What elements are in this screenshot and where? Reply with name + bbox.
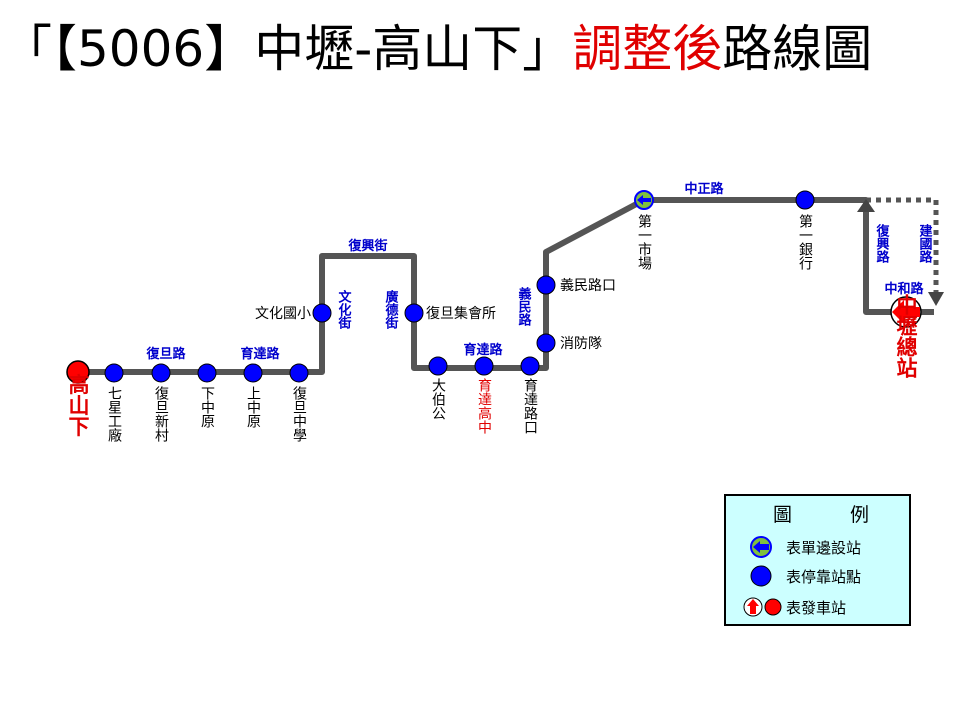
stop-label: 育達路口	[522, 378, 538, 434]
terminal-arrow-left	[892, 300, 920, 324]
stop-label-highlight: 育達高中	[476, 378, 492, 434]
stop-label: 上中原	[245, 386, 261, 428]
road-label: 中正路	[684, 181, 724, 197]
stop-marker	[404, 303, 424, 323]
stop-label: 第一銀行	[797, 213, 813, 271]
route-line	[78, 197, 934, 375]
stop-label: 文化國小	[255, 306, 311, 322]
stop-label: 下中原	[199, 386, 215, 428]
legend-title: 例	[850, 504, 869, 526]
terminal-marker-left	[66, 360, 90, 384]
road-label: 中和路	[884, 281, 924, 297]
stop-marker	[520, 356, 540, 376]
road-label: 復興路	[874, 223, 891, 263]
arrow-left-icon	[637, 195, 651, 205]
road-label: 廣德街	[383, 289, 400, 330]
stop-label: 消防隊	[560, 336, 602, 352]
stop-marker	[289, 363, 309, 383]
road-label: 文化街	[336, 289, 353, 330]
road-label: 義民路	[516, 286, 532, 326]
stop-marker	[243, 363, 263, 383]
stop-marker	[312, 303, 332, 323]
legend-label: 表發車站	[786, 599, 846, 617]
legend: 圖 例 表單邊設站 表停靠站點 表發車站	[724, 494, 911, 626]
stop-icon	[750, 565, 772, 587]
legend-title: 圖	[773, 504, 792, 526]
fuxing-arrow-up	[857, 199, 875, 212]
stop-marker	[428, 356, 448, 376]
stop-marker	[104, 363, 124, 383]
stop-marker	[536, 275, 556, 295]
stop-marker	[536, 333, 556, 353]
stop-label: 大伯公	[430, 378, 446, 420]
road-label: 育達路	[463, 342, 503, 358]
stop-label: 第一市場	[636, 213, 652, 270]
arrow-up-icon	[747, 599, 759, 614]
road-label: 育達路	[240, 346, 280, 362]
stop-label: 復旦新村	[153, 385, 169, 442]
terminal-name-right: 中壢總站	[894, 294, 918, 378]
road-label: 建國路	[917, 223, 933, 263]
legend-label: 表停靠站點	[786, 568, 861, 586]
stop-marker	[474, 356, 494, 376]
terminal-icon	[764, 598, 782, 616]
legend-label: 表單邊設站	[786, 539, 861, 557]
arrow-left-icon	[753, 541, 769, 553]
road-label: 復旦路	[145, 346, 186, 362]
stop-label: 復旦中學	[291, 385, 307, 442]
terminal-name-left: 高山下	[66, 373, 90, 437]
road-label: 復興街	[347, 238, 387, 254]
page-title: 「【5006】中壢-高山下」調整後路線圖	[2, 20, 872, 78]
stop-marker	[151, 363, 171, 383]
stop-label: 復旦集會所	[426, 305, 496, 322]
stop-label: 七星工廠	[106, 386, 122, 443]
stop-marker	[795, 190, 815, 210]
detour-line	[866, 197, 939, 300]
stop-label: 義民路口	[560, 277, 616, 294]
stop-marker	[197, 363, 217, 383]
detour-arrow-down	[928, 292, 944, 306]
